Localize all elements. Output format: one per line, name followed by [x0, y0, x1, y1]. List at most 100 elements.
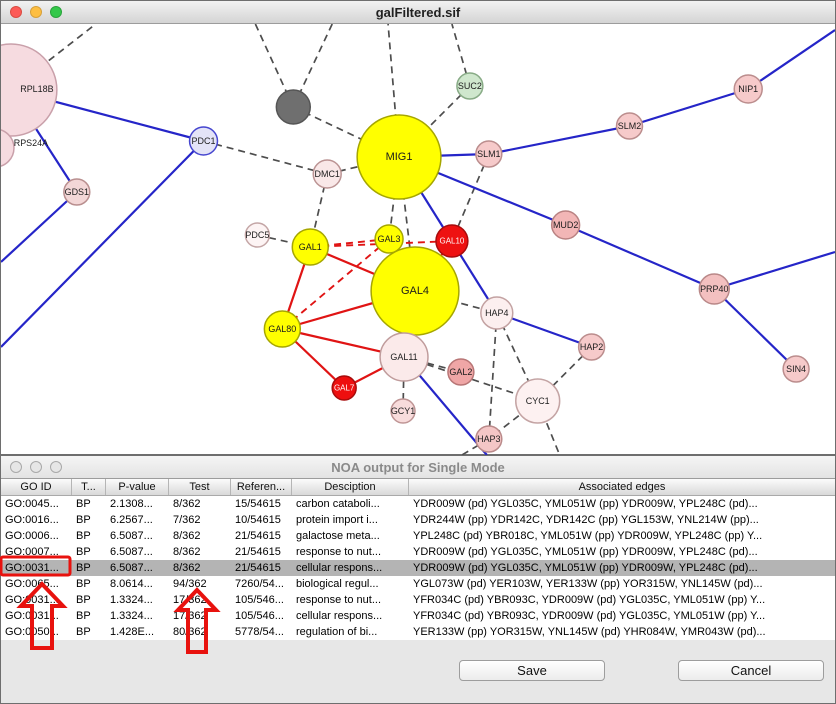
- node-mud2[interactable]: [550, 210, 581, 240]
- node-label: HAP4: [485, 308, 508, 318]
- table-cell: 17/362: [173, 594, 207, 606]
- table-cell: GO:0016...: [5, 514, 59, 526]
- node-gal2[interactable]: [447, 358, 475, 386]
- table-cell: GO:0031...: [5, 610, 59, 622]
- node-gal7[interactable]: [331, 375, 357, 401]
- node-gal10[interactable]: [435, 224, 469, 258]
- node-cyc1[interactable]: [515, 378, 561, 424]
- node-pdc1[interactable]: [188, 126, 219, 156]
- node-unlabeled[interactable]: [275, 89, 312, 125]
- column-header-go-id[interactable]: GO ID: [1, 479, 72, 495]
- close-button[interactable]: [10, 461, 22, 473]
- node-slm2[interactable]: [615, 112, 644, 140]
- table-cell: YGL073W (pd) YER103W, YER133W (pp) YOR31…: [413, 578, 763, 590]
- node-hap3[interactable]: [475, 425, 503, 453]
- node-label: CYC1: [526, 396, 550, 406]
- node-dmc1[interactable]: [312, 159, 342, 189]
- graph-edge[interactable]: [451, 24, 471, 87]
- column-header-test[interactable]: Test: [169, 479, 231, 495]
- column-header-referen[interactable]: Referen...: [231, 479, 292, 495]
- node-gal80[interactable]: [263, 310, 302, 348]
- node-prp40[interactable]: [698, 273, 731, 305]
- table-cell: 80/362: [173, 626, 207, 638]
- table-cell: 8.0614...: [110, 578, 153, 590]
- node-label: MIG1: [386, 151, 413, 163]
- graph-edge[interactable]: [387, 24, 400, 158]
- graph-edge[interactable]: [565, 223, 715, 291]
- node-label: SLM2: [618, 121, 641, 131]
- traffic-lights: [10, 6, 62, 18]
- network-canvas[interactable]: RPL18BRPS24AGDS1PDC1DMC1MIG1SUC2SLM1SLM2…: [1, 24, 835, 455]
- node-pdc5[interactable]: [244, 222, 271, 248]
- network-window-title: galFiltered.sif: [375, 4, 461, 20]
- table-cell: BP: [76, 626, 91, 638]
- zoom-button[interactable]: [50, 461, 62, 473]
- minimize-button[interactable]: [30, 6, 42, 18]
- node-gal1[interactable]: [291, 228, 329, 266]
- graph-edge[interactable]: [713, 288, 797, 370]
- table-cell: cellular respons...: [296, 610, 383, 622]
- node-rpl18b[interactable]: [1, 43, 58, 137]
- table-cell: 8/362: [173, 546, 201, 558]
- node-gcy1[interactable]: [390, 398, 416, 424]
- noa-window-titlebar[interactable]: NOA output for Single Mode: [1, 456, 835, 479]
- network-window-titlebar[interactable]: galFiltered.sif: [1, 1, 835, 24]
- graph-edge[interactable]: [203, 140, 328, 175]
- node-nip1[interactable]: [733, 74, 763, 104]
- graph-edge[interactable]: [487, 312, 498, 440]
- table-cell: 6.5087...: [110, 546, 153, 558]
- graph-edge[interactable]: [1, 191, 78, 263]
- table-cell: BP: [76, 530, 91, 542]
- zoom-button[interactable]: [50, 6, 62, 18]
- table-cell: 1.3324...: [110, 594, 153, 606]
- graph-edge[interactable]: [488, 124, 630, 156]
- node-gal11[interactable]: [379, 332, 429, 382]
- graph-edge[interactable]: [713, 250, 835, 291]
- node-mig1[interactable]: [356, 114, 442, 200]
- table-cell: 6.5087...: [110, 562, 153, 574]
- table-cell: galactose meta...: [296, 530, 380, 542]
- table-cell: BP: [76, 546, 91, 558]
- graph-edge[interactable]: [402, 356, 405, 412]
- table-cell: regulation of bi...: [296, 626, 378, 638]
- node-rps24a[interactable]: [1, 129, 15, 167]
- graph-edge[interactable]: [1, 140, 205, 348]
- table-cell: GO:0065...: [5, 578, 59, 590]
- node-sin4[interactable]: [782, 355, 810, 383]
- column-header-associated-edges[interactable]: Associated edges: [578, 481, 666, 493]
- table-cell: BP: [76, 578, 91, 590]
- graph-edge[interactable]: [629, 87, 749, 128]
- graph-edge[interactable]: [257, 234, 311, 248]
- node-suc2[interactable]: [456, 72, 484, 100]
- node-gds1[interactable]: [63, 178, 91, 206]
- minimize-button[interactable]: [30, 461, 42, 473]
- node-hap2[interactable]: [577, 333, 606, 361]
- save-button[interactable]: Save: [459, 660, 605, 681]
- table-cell: YER133W (pp) YOR315W, YNL145W (pd) YHR08…: [413, 626, 766, 638]
- node-label: GAL3: [378, 234, 401, 244]
- column-header-p-value[interactable]: P-value: [106, 479, 169, 495]
- node-hap4[interactable]: [480, 296, 514, 330]
- close-button[interactable]: [10, 6, 22, 18]
- cancel-button[interactable]: Cancel: [678, 660, 824, 681]
- column-header-t[interactable]: T...: [72, 479, 106, 495]
- node-label: GAL4: [401, 285, 429, 297]
- node-slm1[interactable]: [475, 140, 503, 168]
- column-header-desciption[interactable]: Desciption: [292, 479, 409, 495]
- graph-edge[interactable]: [398, 85, 471, 158]
- table-cell: 8/362: [173, 498, 201, 510]
- graph-edge[interactable]: [496, 311, 592, 349]
- table-cell: GO:0007...: [5, 546, 59, 558]
- graph-edge[interactable]: [747, 29, 835, 90]
- node-gal3[interactable]: [374, 224, 404, 254]
- graph-edge[interactable]: [536, 400, 561, 455]
